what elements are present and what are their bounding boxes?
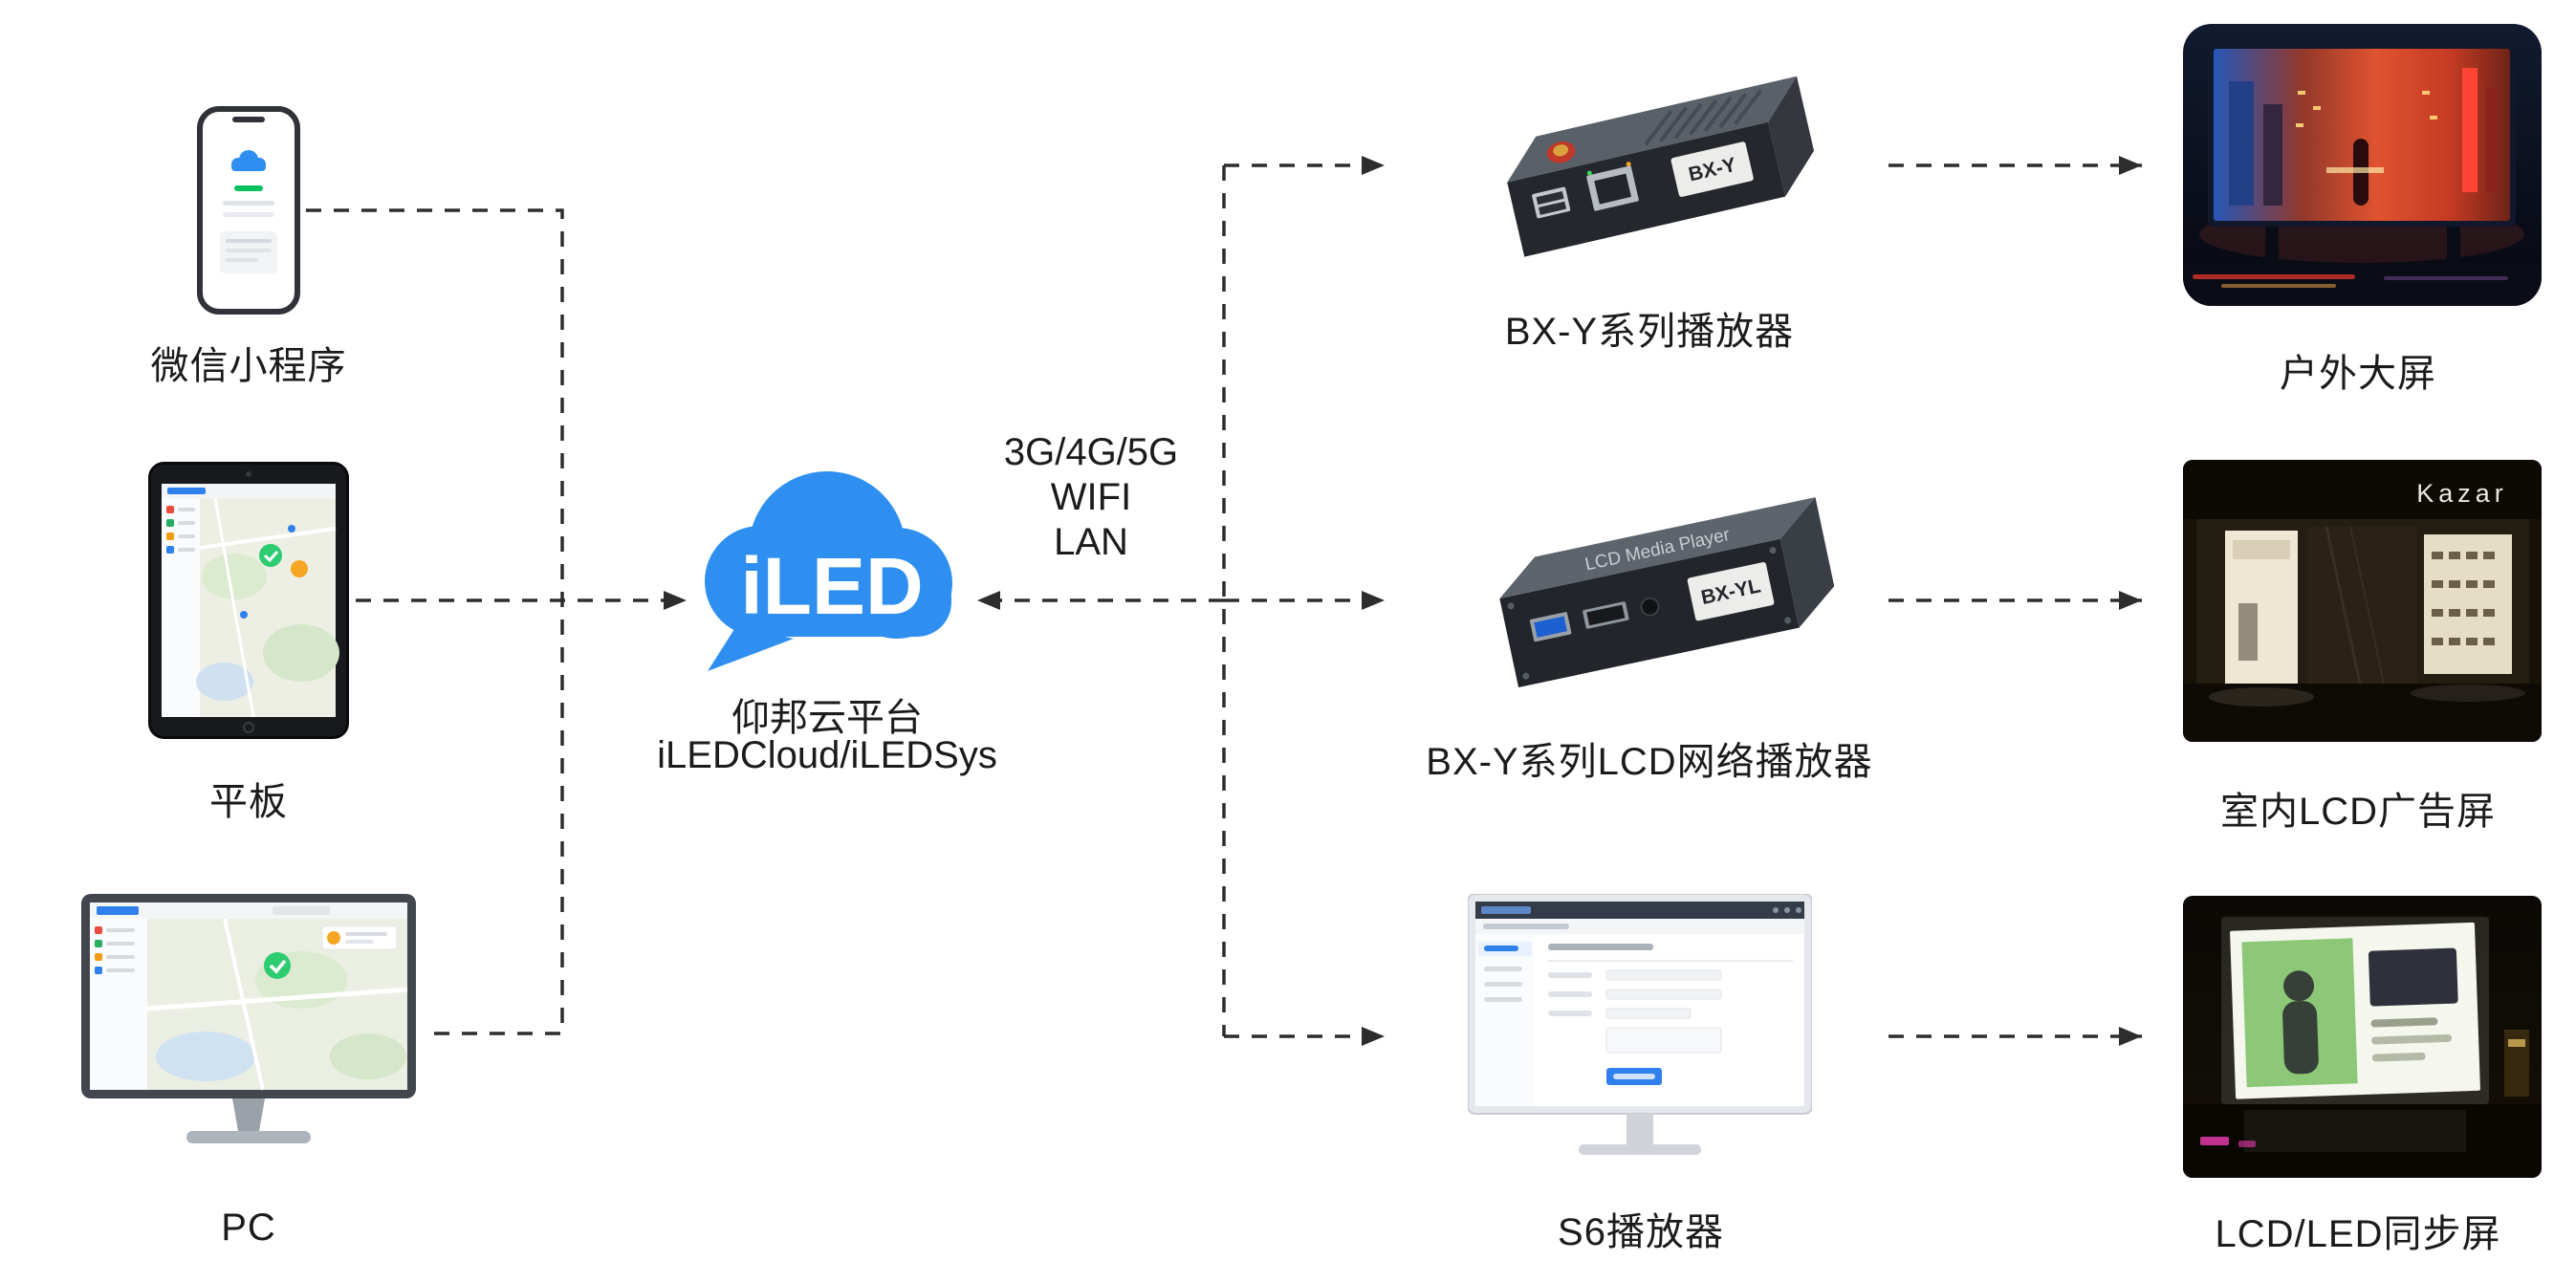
- connection-line-1: 3G/4G/5G: [1003, 431, 1179, 473]
- tablet-camera: [246, 471, 251, 477]
- outdoor-screen-photo: [2183, 24, 2542, 306]
- device-sticker: [1687, 562, 1775, 621]
- pc-illustration: [81, 894, 416, 1192]
- s6-player-label: S6播放器: [1558, 1211, 1724, 1253]
- shield-icon: [264, 952, 291, 979]
- phone-graphic: [197, 106, 300, 315]
- tablet-label: 平板: [209, 781, 288, 823]
- audio-jack: [1640, 597, 1660, 617]
- iled-cloud-logo: iLED: [688, 449, 975, 684]
- bxy-player-illustration: BX-Y: [1453, 76, 1845, 272]
- connector-clients-junction: [306, 208, 564, 1035]
- monitor-stand: [1626, 1114, 1653, 1144]
- phone-notch: [232, 117, 265, 122]
- monitor-stand: [232, 1098, 265, 1131]
- connection-line-3: LAN: [1054, 521, 1128, 563]
- wechat-label: 微信小程序: [150, 345, 347, 387]
- shield-icon: [259, 544, 282, 567]
- bxy-lcd-player-label: BX-Y系列LCD网络播放器: [1426, 741, 1873, 783]
- indoor-lcd-photo: Kazar: [2183, 460, 2542, 742]
- cloud-tail: [708, 626, 794, 671]
- device-sticker: [1670, 141, 1754, 197]
- vent-slots: [1644, 89, 1763, 146]
- bright-lcd-screen: [2230, 922, 2480, 1099]
- sync-screen-label: LCD/LED同步屏: [2215, 1213, 2501, 1255]
- monitor-base: [1579, 1144, 1701, 1155]
- s6-monitor-graphic: [1467, 893, 1813, 1155]
- pc-graphic: [81, 894, 416, 1143]
- indoor-photo-graphic: Kazar: [2183, 460, 2542, 742]
- sync-photo-graphic: [2183, 896, 2542, 1178]
- indoor-lcd-label: 室内LCD广告屏: [2219, 791, 2497, 833]
- bxy-player-graphic: BX-Y: [1507, 76, 1815, 257]
- cloud-platform-name: 仰邦云平台: [731, 697, 923, 739]
- outdoor-screen-label: 户外大屏: [2280, 353, 2436, 395]
- sync-screen-photo: [2183, 896, 2542, 1178]
- store-sign-text: Kazar: [2416, 479, 2508, 508]
- tablet-graphic: [148, 462, 349, 739]
- outdoor-photo-graphic: [2183, 24, 2542, 306]
- s6-player-illustration: [1467, 893, 1813, 1185]
- bxyl-player-graphic: LCD Media Player BX-YL: [1499, 497, 1835, 688]
- tablet-illustration: [148, 462, 349, 739]
- bxy-player-label: BX-Y系列播放器: [1504, 311, 1795, 353]
- bxy-lcd-player-illustration: LCD Media Player BX-YL: [1453, 483, 1845, 707]
- connection-types: 3G/4G/5G WIFI LAN: [957, 430, 1225, 565]
- tablet-home-button: [242, 721, 255, 734]
- cloud-icon: iLED: [705, 471, 952, 671]
- pc-label: PC: [221, 1207, 276, 1249]
- iled-logo-text: iLED: [740, 541, 923, 631]
- cloud-platform-sub: iLEDCloud/iLEDSys: [657, 734, 997, 776]
- wechat-phone-illustration: [196, 105, 301, 315]
- monitor-base: [186, 1131, 311, 1143]
- led-billboard: [2214, 49, 2510, 221]
- mini-app-cloud-icon: [231, 163, 266, 171]
- connection-line-2: WIFI: [1050, 476, 1132, 518]
